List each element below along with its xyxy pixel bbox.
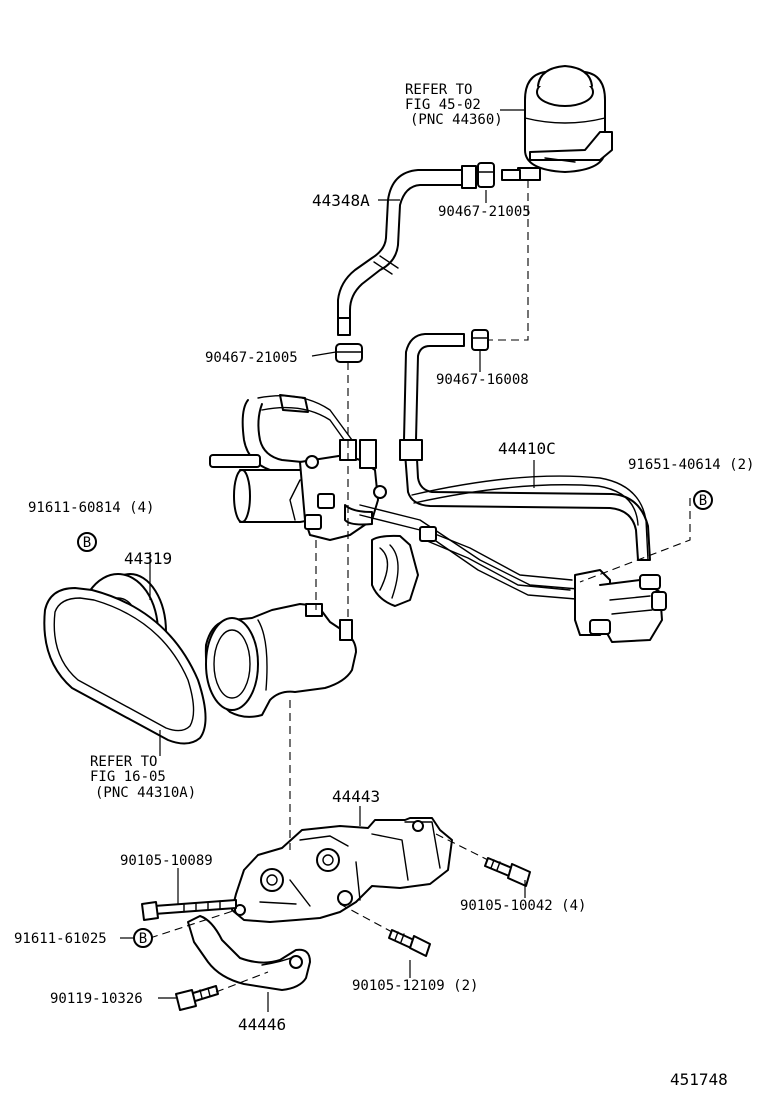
belt-ref-line2: FIG 16-05 — [90, 769, 166, 785]
bracket-illustration — [231, 817, 453, 923]
bolt-bracket-left — [141, 899, 237, 921]
adjusting-bar-illustration — [187, 915, 311, 991]
steering-gear-illustration — [209, 394, 667, 643]
reservoir-ref-line1: REFER TO — [405, 82, 472, 98]
label-bolt-adjust: 90119-10326 — [50, 991, 143, 1007]
belt-ref-line1: REFER TO — [90, 754, 157, 770]
pressure-tube-illustration — [399, 333, 651, 561]
label-pressure-tube: 44410C — [498, 439, 556, 458]
bolt-bracket-lower — [388, 929, 431, 957]
pump-body-illustration — [204, 603, 357, 718]
label-adjust-bar: 44446 — [238, 1015, 286, 1034]
label-bolt-right-top: 91651-40614 (2) — [628, 457, 754, 473]
return-hose-illustration — [337, 165, 477, 336]
label-bolt-bracket-lower: 90105-12109 (2) — [352, 978, 478, 994]
hose-clip-left — [335, 343, 363, 363]
callout-b-left-letter: B — [83, 535, 91, 551]
callout-b-right: B — [693, 490, 713, 510]
alignment-dashes — [149, 180, 691, 993]
leader-lines — [120, 109, 535, 1012]
bolt-bracket-right — [484, 857, 531, 887]
label-clip-lower-right: 90467-16008 — [436, 372, 529, 388]
drive-belt-illustration — [43, 587, 207, 745]
label-pulley: 44319 — [124, 549, 172, 568]
callout-b-left: B — [77, 532, 97, 552]
reservoir-ref-line2: FIG 45-02 — [405, 97, 481, 113]
label-bolt-left-top: 91611-60814 (4) — [28, 500, 154, 516]
reservoir-illustration — [517, 65, 613, 181]
callout-b-lower: B — [133, 928, 153, 948]
hose-clip-lower-right — [471, 329, 489, 351]
label-bracket: 44443 — [332, 787, 380, 806]
hose-clip-upper — [477, 162, 521, 188]
label-bolt-bracket-lower-left: 91611-61025 — [14, 931, 107, 947]
callout-b-right-letter: B — [699, 493, 707, 509]
label-clip-left: 90467-21005 — [205, 350, 298, 366]
callout-b-lower-letter: B — [139, 931, 147, 947]
bolt-adjust — [175, 985, 219, 1011]
reservoir-ref-line3: (PNC 44360) — [410, 112, 503, 128]
diagram-number: 451748 — [670, 1070, 728, 1089]
label-bolt-bracket-left: 90105-10089 — [120, 853, 213, 869]
belt-ref-line3: (PNC 44310A) — [95, 785, 196, 801]
label-clip-upper-right: 90467-21005 — [438, 204, 531, 220]
label-return-hose: 44348A — [312, 191, 370, 210]
label-bolt-bracket-right: 90105-10042 (4) — [460, 898, 586, 914]
